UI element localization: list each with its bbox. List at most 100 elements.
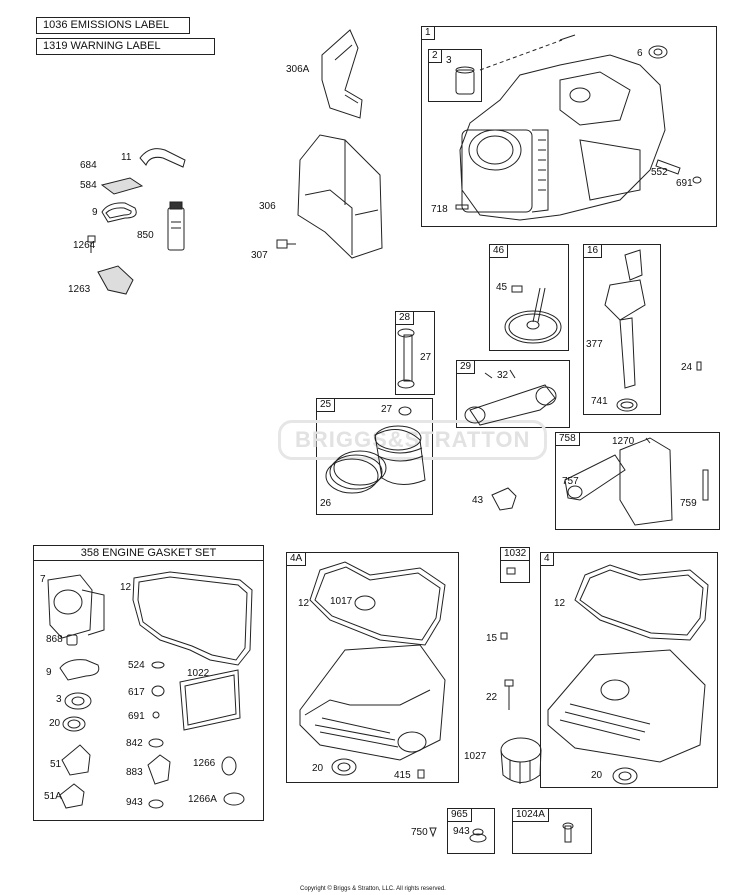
callout-1022: 1022 [187, 668, 210, 679]
callout-3-block: 3 [446, 55, 452, 66]
tag-1: 1 [421, 26, 435, 40]
callout-32: 32 [497, 370, 509, 381]
callout-1017: 1017 [330, 596, 353, 607]
callout-3-gasket: 3 [56, 694, 62, 705]
group-box-4A [286, 552, 459, 783]
callout-27-pin: 27 [420, 352, 432, 363]
callout-741: 741 [591, 396, 608, 407]
group-box-758 [555, 432, 720, 530]
group-box-29 [456, 360, 570, 428]
governor-43-drawing [491, 487, 517, 511]
callout-22: 22 [486, 692, 498, 703]
group-box-2 [428, 49, 482, 102]
callout-943-gasket: 943 [126, 797, 143, 808]
tag-4: 4 [540, 552, 554, 566]
callout-7: 7 [40, 574, 46, 585]
callout-43: 43 [472, 495, 484, 506]
tag-965: 965 [447, 808, 472, 822]
misc-center-parts-drawing [500, 567, 542, 784]
callout-718: 718 [431, 204, 448, 215]
callout-415: 415 [394, 770, 411, 781]
breather-parts-drawing [87, 148, 186, 295]
callout-306A: 306A [286, 64, 310, 75]
callout-12-gasket: 12 [120, 582, 132, 593]
callout-11: 11 [121, 152, 132, 163]
blower-housing-306-drawing [297, 134, 383, 259]
callout-759: 759 [680, 498, 697, 509]
emissions-label-box: 1036 EMISSIONS LABEL [36, 17, 190, 34]
callout-20-4A: 20 [312, 763, 324, 774]
callout-45: 45 [496, 282, 508, 293]
callout-26: 26 [320, 498, 332, 509]
camshaft-46-drawing [504, 285, 562, 344]
callout-1263: 1263 [68, 284, 91, 295]
tag-29: 29 [456, 360, 476, 374]
callout-9-top: 9 [92, 207, 98, 218]
copyright-notice: Copyright © Briggs & Stratton, LLC. All … [300, 886, 446, 892]
seal-6-drawing [648, 45, 668, 59]
callout-691-block: 691 [676, 178, 693, 189]
callout-12-4A: 12 [298, 598, 310, 609]
callout-750: 750 [411, 827, 428, 838]
gasket-set-title: 358 ENGINE GASKET SET [33, 545, 264, 561]
callout-15: 15 [486, 633, 498, 644]
group-box-4 [540, 552, 718, 788]
tag-46: 46 [489, 244, 509, 258]
plug-691-drawing [692, 176, 702, 184]
callout-842: 842 [126, 738, 143, 749]
callout-9-gasket: 9 [46, 667, 52, 678]
callout-1264: 1264 [73, 240, 96, 251]
tag-25: 25 [316, 398, 336, 412]
screw-307-drawing [276, 239, 296, 249]
pin-24-drawing [696, 361, 702, 371]
warning-label-text: 1319 WARNING LABEL [43, 40, 161, 52]
group-box-46 [489, 244, 569, 351]
sump-4A-drawing [299, 561, 446, 779]
callout-24: 24 [681, 362, 693, 373]
crankshaft-16-drawing [604, 249, 646, 412]
tag-1024A: 1024A [512, 808, 549, 822]
callout-850: 850 [137, 230, 154, 241]
bottom-small-parts-drawing [429, 822, 574, 843]
pin-718-drawing [455, 204, 469, 210]
tag-2: 2 [428, 49, 442, 63]
warning-label-box: 1319 WARNING LABEL [36, 38, 215, 55]
cylinder-block-drawing [459, 34, 666, 221]
pin-552-drawing [655, 159, 681, 175]
callout-6: 6 [637, 48, 643, 59]
piston-pin-28-drawing [397, 328, 415, 389]
callout-883: 883 [126, 767, 143, 778]
callout-757: 757 [562, 476, 579, 487]
group-box-25 [316, 398, 433, 515]
tag-1032: 1032 [500, 547, 531, 561]
group-box-1 [421, 26, 717, 227]
connecting-rod-29-drawing [464, 369, 557, 426]
tag-758: 758 [555, 432, 580, 446]
callout-306: 306 [259, 201, 276, 212]
callout-27-piston: 27 [381, 404, 393, 415]
bushing-3-drawing [455, 66, 475, 95]
callout-691-gasket: 691 [128, 711, 145, 722]
tag-16: 16 [583, 244, 603, 258]
callout-51A: 51A [44, 791, 62, 802]
gasket-set-title-text: 358 ENGINE GASKET SET [80, 547, 217, 559]
air-guide-306A-drawing [321, 29, 363, 119]
callout-377: 377 [586, 339, 603, 350]
callout-868: 868 [46, 634, 63, 645]
callout-20-gasket: 20 [49, 718, 61, 729]
sump-4-drawing [547, 564, 709, 785]
bracket-758-drawing [564, 437, 709, 526]
callout-943-bottom: 943 [453, 826, 470, 837]
callout-552: 552 [651, 167, 668, 178]
callout-1027: 1027 [464, 751, 487, 762]
callout-307: 307 [251, 250, 268, 261]
gasket-set-parts-drawing [47, 571, 253, 809]
group-box-28 [395, 311, 435, 395]
callout-12-4: 12 [554, 598, 566, 609]
callout-20-4: 20 [591, 770, 603, 781]
callout-584: 584 [80, 180, 97, 191]
callout-51: 51 [50, 759, 62, 770]
callout-1270: 1270 [612, 436, 635, 447]
tag-4A: 4A [286, 552, 307, 566]
